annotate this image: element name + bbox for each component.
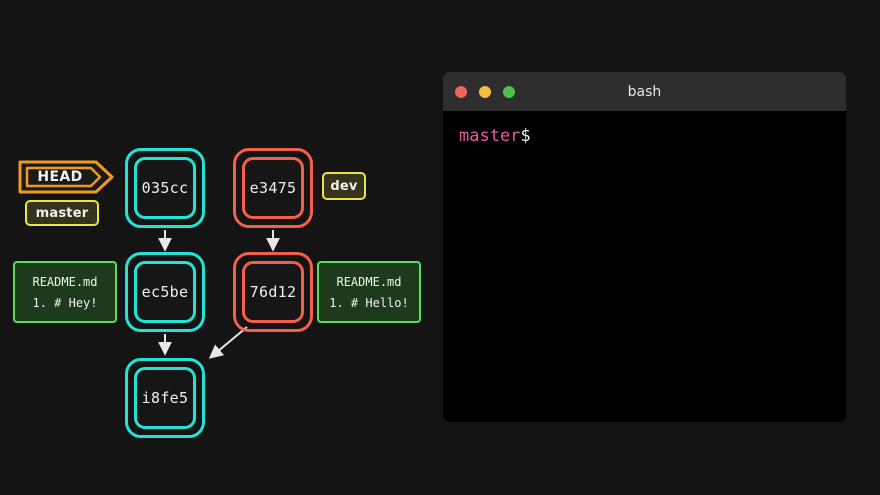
commit-graph: HEAD master dev 035cc e3475 ec5be 76d12 …: [13, 148, 421, 438]
commit-node-i8fe5[interactable]: i8fe5: [125, 358, 205, 438]
head-label: HEAD: [37, 169, 83, 185]
file-line: 1. # Hey!: [32, 295, 98, 310]
commit-node-76d12[interactable]: 76d12: [233, 252, 313, 332]
window-controls: [455, 72, 515, 111]
prompt-branch: master: [459, 126, 521, 146]
commit-node-e3475[interactable]: e3475: [233, 148, 313, 228]
commit-sha: i8fe5: [141, 389, 189, 407]
terminal-body[interactable]: master$: [443, 111, 846, 422]
head-pointer[interactable]: HEAD: [18, 160, 114, 194]
file-card-left[interactable]: README.md 1. # Hey!: [13, 261, 117, 323]
commit-node-inner: i8fe5: [134, 367, 196, 429]
close-button-icon[interactable]: [455, 85, 467, 98]
commit-node-inner: 76d12: [242, 261, 304, 323]
maximize-button-icon[interactable]: [503, 85, 515, 98]
commit-node-ec5be[interactable]: ec5be: [125, 252, 205, 332]
file-name: README.md: [336, 274, 402, 289]
terminal-titlebar[interactable]: bash: [443, 72, 846, 111]
ref-badge-dev[interactable]: dev: [322, 172, 366, 200]
prompt-sigil: $: [520, 126, 531, 146]
commit-sha: 76d12: [249, 283, 297, 301]
terminal-title: bash: [627, 83, 662, 100]
commit-sha: 035cc: [141, 179, 189, 197]
file-card-right[interactable]: README.md 1. # Hello!: [317, 261, 421, 323]
ref-badge-master[interactable]: master: [25, 200, 99, 226]
edge-76d12-i8fe5: [208, 326, 248, 359]
head-pennant-icon: [18, 160, 114, 194]
commit-node-inner: ec5be: [134, 261, 196, 323]
file-name: README.md: [32, 274, 98, 289]
commit-node-inner: 035cc: [134, 157, 196, 219]
file-line: 1. # Hello!: [329, 295, 409, 310]
terminal-window[interactable]: bash master$: [443, 72, 846, 422]
minimize-button-icon[interactable]: [479, 85, 491, 98]
commit-sha: ec5be: [141, 283, 189, 301]
edge-arrows: [158, 230, 280, 359]
commit-sha: e3475: [249, 179, 297, 197]
commit-node-inner: e3475: [242, 157, 304, 219]
commit-node-035cc[interactable]: 035cc: [125, 148, 205, 228]
